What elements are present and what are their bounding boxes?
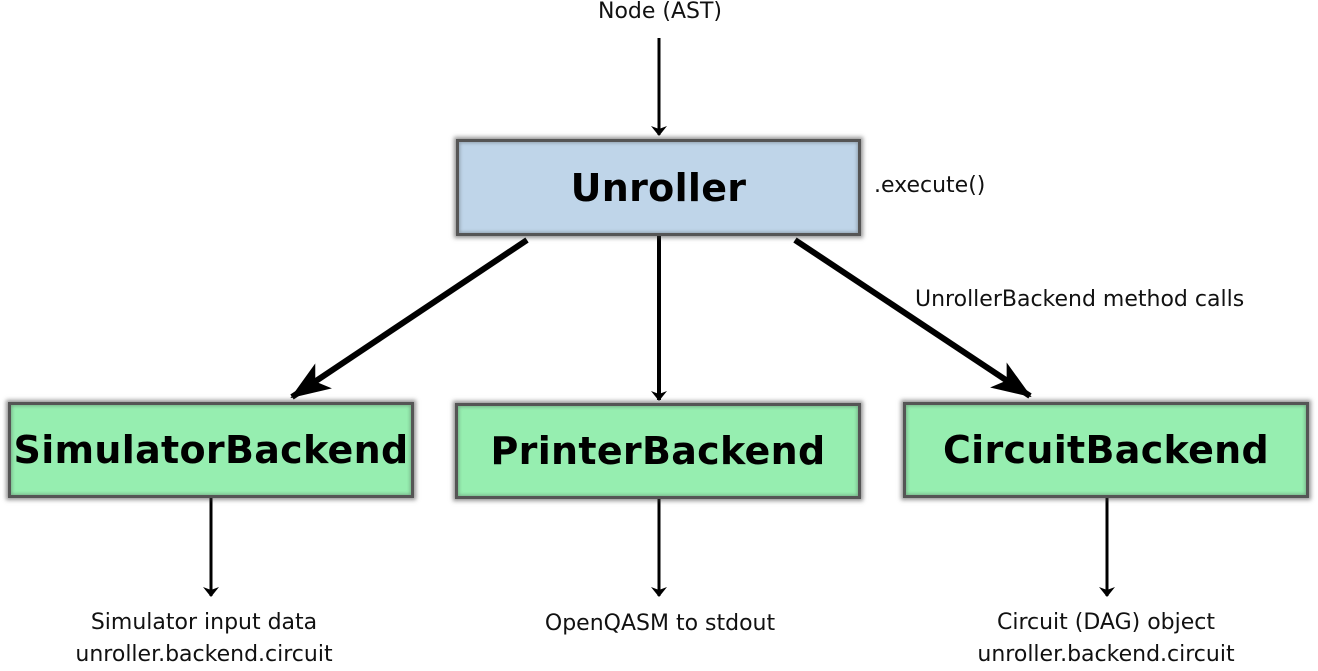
method-calls-label: UnrollerBackend method calls	[915, 287, 1245, 312]
simulator-output-line1: Simulator input data	[90, 610, 318, 635]
circuit-output-line1: Circuit (DAG) object	[996, 610, 1216, 635]
simulator-output-label: Simulator input data unroller.backend.ci…	[44, 607, 364, 671]
circuit-backend-box: CircuitBackend	[903, 402, 1309, 498]
execute-method-label: .execute()	[874, 173, 986, 198]
unroller-box: Unroller	[456, 139, 861, 236]
input-label: Node (AST)	[597, 0, 723, 24]
circuit-backend-label: CircuitBackend	[942, 428, 1270, 472]
printer-output-line1: OpenQASM to stdout	[544, 611, 776, 636]
unroller-label: Unroller	[570, 165, 747, 210]
arrow-to-circuit-backend	[793, 237, 1032, 399]
printer-output-label: OpenQASM to stdout	[500, 608, 820, 640]
circuit-output-line2: unroller.backend.circuit	[977, 642, 1235, 667]
printer-backend-box: PrinterBackend	[455, 403, 861, 499]
arrow-to-simulator-backend	[290, 237, 529, 400]
simulator-backend-label: SimulatorBackend	[13, 428, 409, 472]
simulator-backend-box: SimulatorBackend	[8, 402, 414, 498]
circuit-output-label: Circuit (DAG) object unroller.backend.ci…	[946, 607, 1266, 671]
simulator-output-line2: unroller.backend.circuit	[75, 642, 333, 667]
printer-backend-label: PrinterBackend	[490, 429, 826, 473]
